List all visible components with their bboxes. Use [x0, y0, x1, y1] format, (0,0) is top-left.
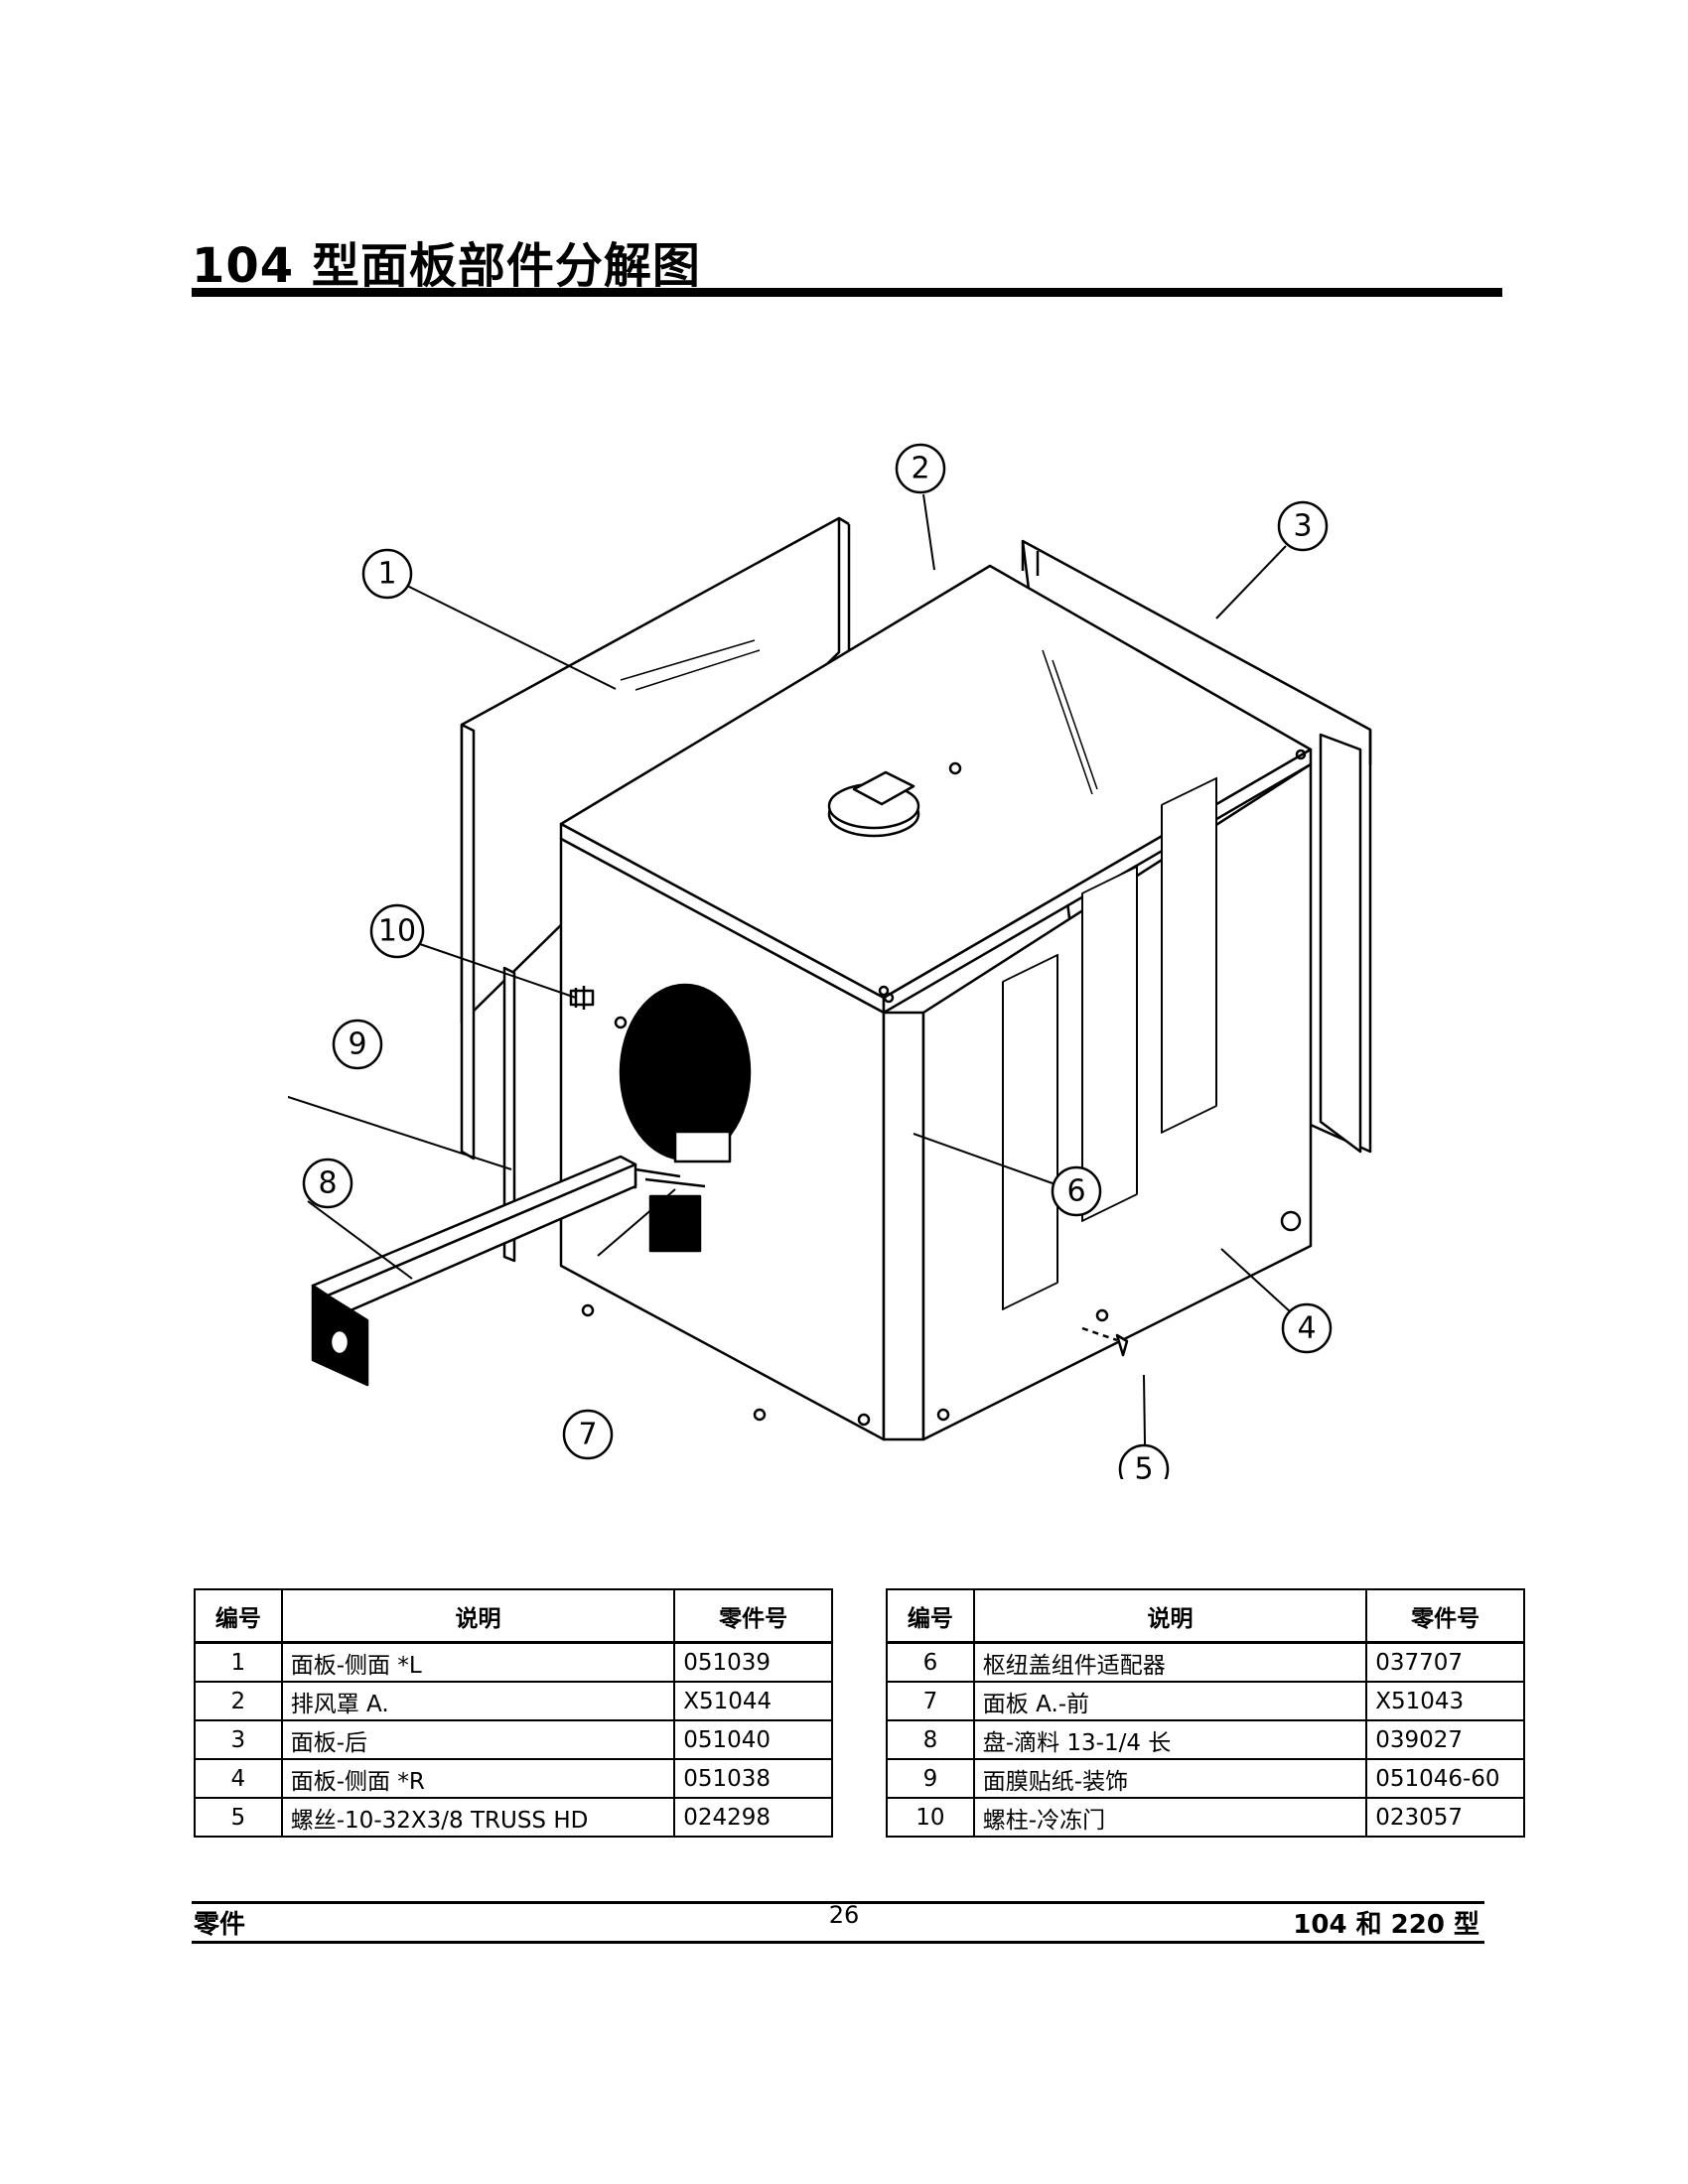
exploded-view-diagram: 1 2 3 4 5 6 7 8 9 10	[288, 443, 1372, 1480]
item-number: 8	[886, 1719, 975, 1760]
callout-3: 3	[1277, 500, 1329, 552]
col-header-part-number: 零件号	[673, 1588, 833, 1644]
callout-5: 5	[1118, 1443, 1170, 1480]
item-description: 排风罩 A.	[280, 1681, 676, 1721]
item-part-number: 024298	[673, 1797, 833, 1838]
svg-text:4: 4	[1297, 1311, 1316, 1346]
item-description: 枢纽盖组件适配器	[972, 1641, 1368, 1683]
svg-text:3: 3	[1293, 509, 1312, 544]
item-part-number: 051039	[673, 1641, 833, 1683]
col-header-no: 编号	[194, 1588, 283, 1644]
svg-text:8: 8	[318, 1166, 337, 1201]
title-rule	[192, 288, 1502, 297]
callout-6: 6	[1051, 1165, 1102, 1217]
footer-section-label: 零件	[194, 1910, 246, 1940]
item-part-number: 023057	[1365, 1797, 1525, 1838]
footer-rule-top	[192, 1901, 1484, 1904]
svg-text:1: 1	[377, 557, 396, 592]
item-number: 6	[886, 1641, 975, 1683]
callout-1: 1	[361, 548, 413, 600]
drip-tray	[311, 1155, 637, 1387]
item-description: 盘-滴料 13-1/4 长	[972, 1719, 1368, 1760]
callout-9: 9	[332, 1019, 383, 1070]
item-part-number: 037707	[1365, 1641, 1525, 1683]
item-part-number: 051038	[673, 1758, 833, 1799]
callout-4: 4	[1281, 1302, 1333, 1354]
callout-10: 10	[369, 903, 425, 959]
item-number: 5	[194, 1797, 283, 1838]
item-description: 面板 A.-前	[972, 1681, 1368, 1721]
item-part-number: 051040	[673, 1719, 833, 1760]
page-number: 26	[828, 1901, 860, 1929]
svg-text:2: 2	[911, 452, 929, 486]
item-number: 2	[194, 1681, 283, 1721]
item-number: 9	[886, 1758, 975, 1799]
item-description: 螺丝-10-32X3/8 TRUSS HD	[280, 1797, 676, 1838]
col-header-description: 说明	[972, 1588, 1368, 1644]
item-description: 面板-后	[280, 1719, 676, 1760]
leader-lines	[288, 493, 1292, 1445]
svg-text:10: 10	[378, 914, 416, 949]
svg-text:5: 5	[1134, 1452, 1153, 1480]
decal-strip	[502, 966, 516, 1263]
item-description: 面板-侧面 *L	[280, 1641, 676, 1683]
item-number: 10	[886, 1797, 975, 1838]
item-part-number: 039027	[1365, 1719, 1525, 1760]
item-part-number: 051046-60	[1365, 1758, 1525, 1799]
truss-screw	[1081, 1326, 1129, 1357]
col-header-description: 说明	[280, 1588, 676, 1644]
svg-text:7: 7	[578, 1418, 597, 1452]
callout-7: 7	[562, 1409, 614, 1460]
item-part-number: X51043	[1365, 1681, 1525, 1721]
col-header-part-number: 零件号	[1365, 1588, 1525, 1644]
item-description: 面膜贴纸-装饰	[972, 1758, 1368, 1799]
item-description: 面板-侧面 *R	[280, 1758, 676, 1799]
svg-text:9: 9	[348, 1027, 366, 1062]
callout-8: 8	[302, 1158, 353, 1209]
page-title: 104 型面板部件分解图	[192, 238, 701, 294]
item-number: 4	[194, 1758, 283, 1799]
footer-model-label: 104 和 220 型	[1293, 1910, 1479, 1940]
svg-text:6: 6	[1066, 1174, 1085, 1209]
footer-rule-bottom	[192, 1941, 1484, 1944]
col-header-no: 编号	[886, 1588, 975, 1644]
item-part-number: X51044	[673, 1681, 833, 1721]
item-description: 螺柱-冷冻门	[972, 1797, 1368, 1838]
item-number: 7	[886, 1681, 975, 1721]
front-opening	[614, 983, 752, 1253]
item-number: 1	[194, 1641, 283, 1683]
item-number: 3	[194, 1719, 283, 1760]
callout-2: 2	[895, 443, 946, 494]
